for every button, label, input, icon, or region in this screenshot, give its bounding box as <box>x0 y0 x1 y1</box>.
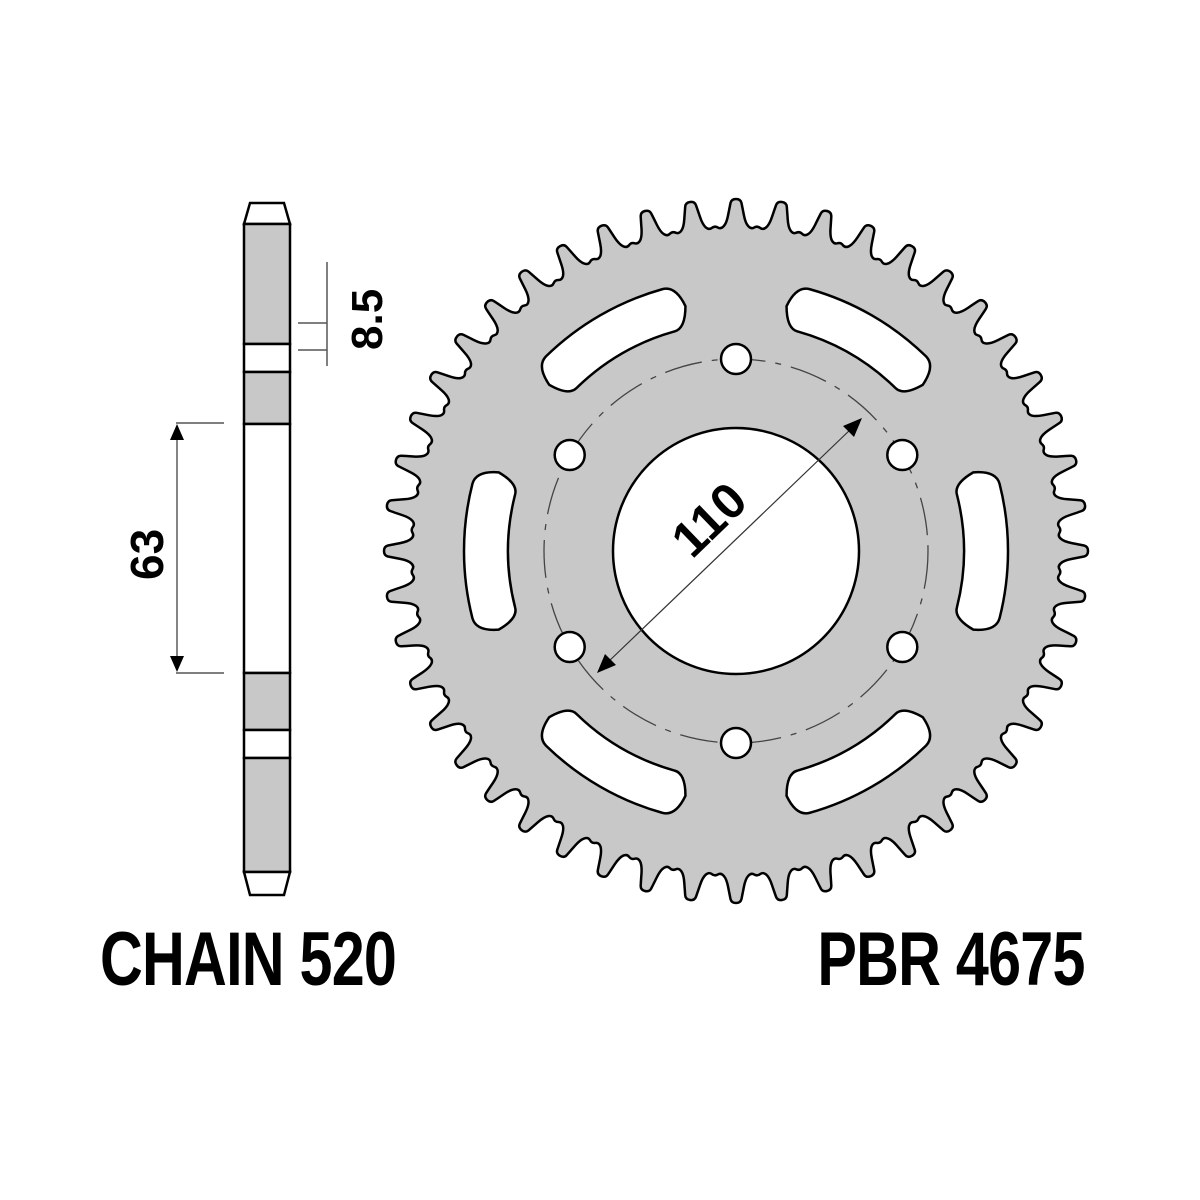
side-view-upper-white-band <box>242 342 292 374</box>
lightening-slot <box>540 287 687 393</box>
bolt-hole <box>886 630 919 664</box>
side-view-bottom-chamfer <box>242 870 292 897</box>
thickness-dimension: 8.5 <box>298 262 392 366</box>
side-view-upper-gray-band <box>242 370 292 426</box>
lightening-slot <box>785 287 932 393</box>
bolt-holes <box>553 342 919 760</box>
side-view-hub <box>242 422 292 675</box>
lightening-slots <box>462 287 1010 815</box>
hub-height-dimension: 63 <box>121 422 224 674</box>
lightening-slot <box>462 470 517 632</box>
chain-size-label: CHAIN 520 <box>100 917 397 1002</box>
part-number-label: PBR 4675 <box>817 917 1086 1002</box>
arrow-down-icon <box>170 656 184 672</box>
hub-height-dimension-label: 63 <box>121 529 173 580</box>
side-view-lower-white-band <box>242 728 292 760</box>
thickness-dimension-label: 8.5 <box>343 289 392 350</box>
bolt-hole <box>719 726 753 760</box>
bolt-hole <box>553 630 586 664</box>
arrow-up-icon <box>170 424 184 440</box>
bolt-hole <box>719 342 753 376</box>
side-view-lower-body <box>242 756 292 874</box>
center-hole <box>611 426 861 676</box>
arrow-upper-right-icon <box>843 418 862 437</box>
side-view-top-chamfer <box>242 201 292 226</box>
bolt-hole <box>886 438 919 472</box>
lightening-slot <box>785 709 932 815</box>
lightening-slot <box>955 470 1010 632</box>
side-view-lower-gray-band <box>242 671 292 732</box>
arrow-lower-left-icon <box>597 654 616 673</box>
bolt-hole <box>553 438 586 472</box>
sprocket-front-view <box>382 197 1090 905</box>
side-view <box>242 201 292 897</box>
lightening-slot <box>540 709 687 815</box>
side-view-upper-body <box>242 222 292 346</box>
